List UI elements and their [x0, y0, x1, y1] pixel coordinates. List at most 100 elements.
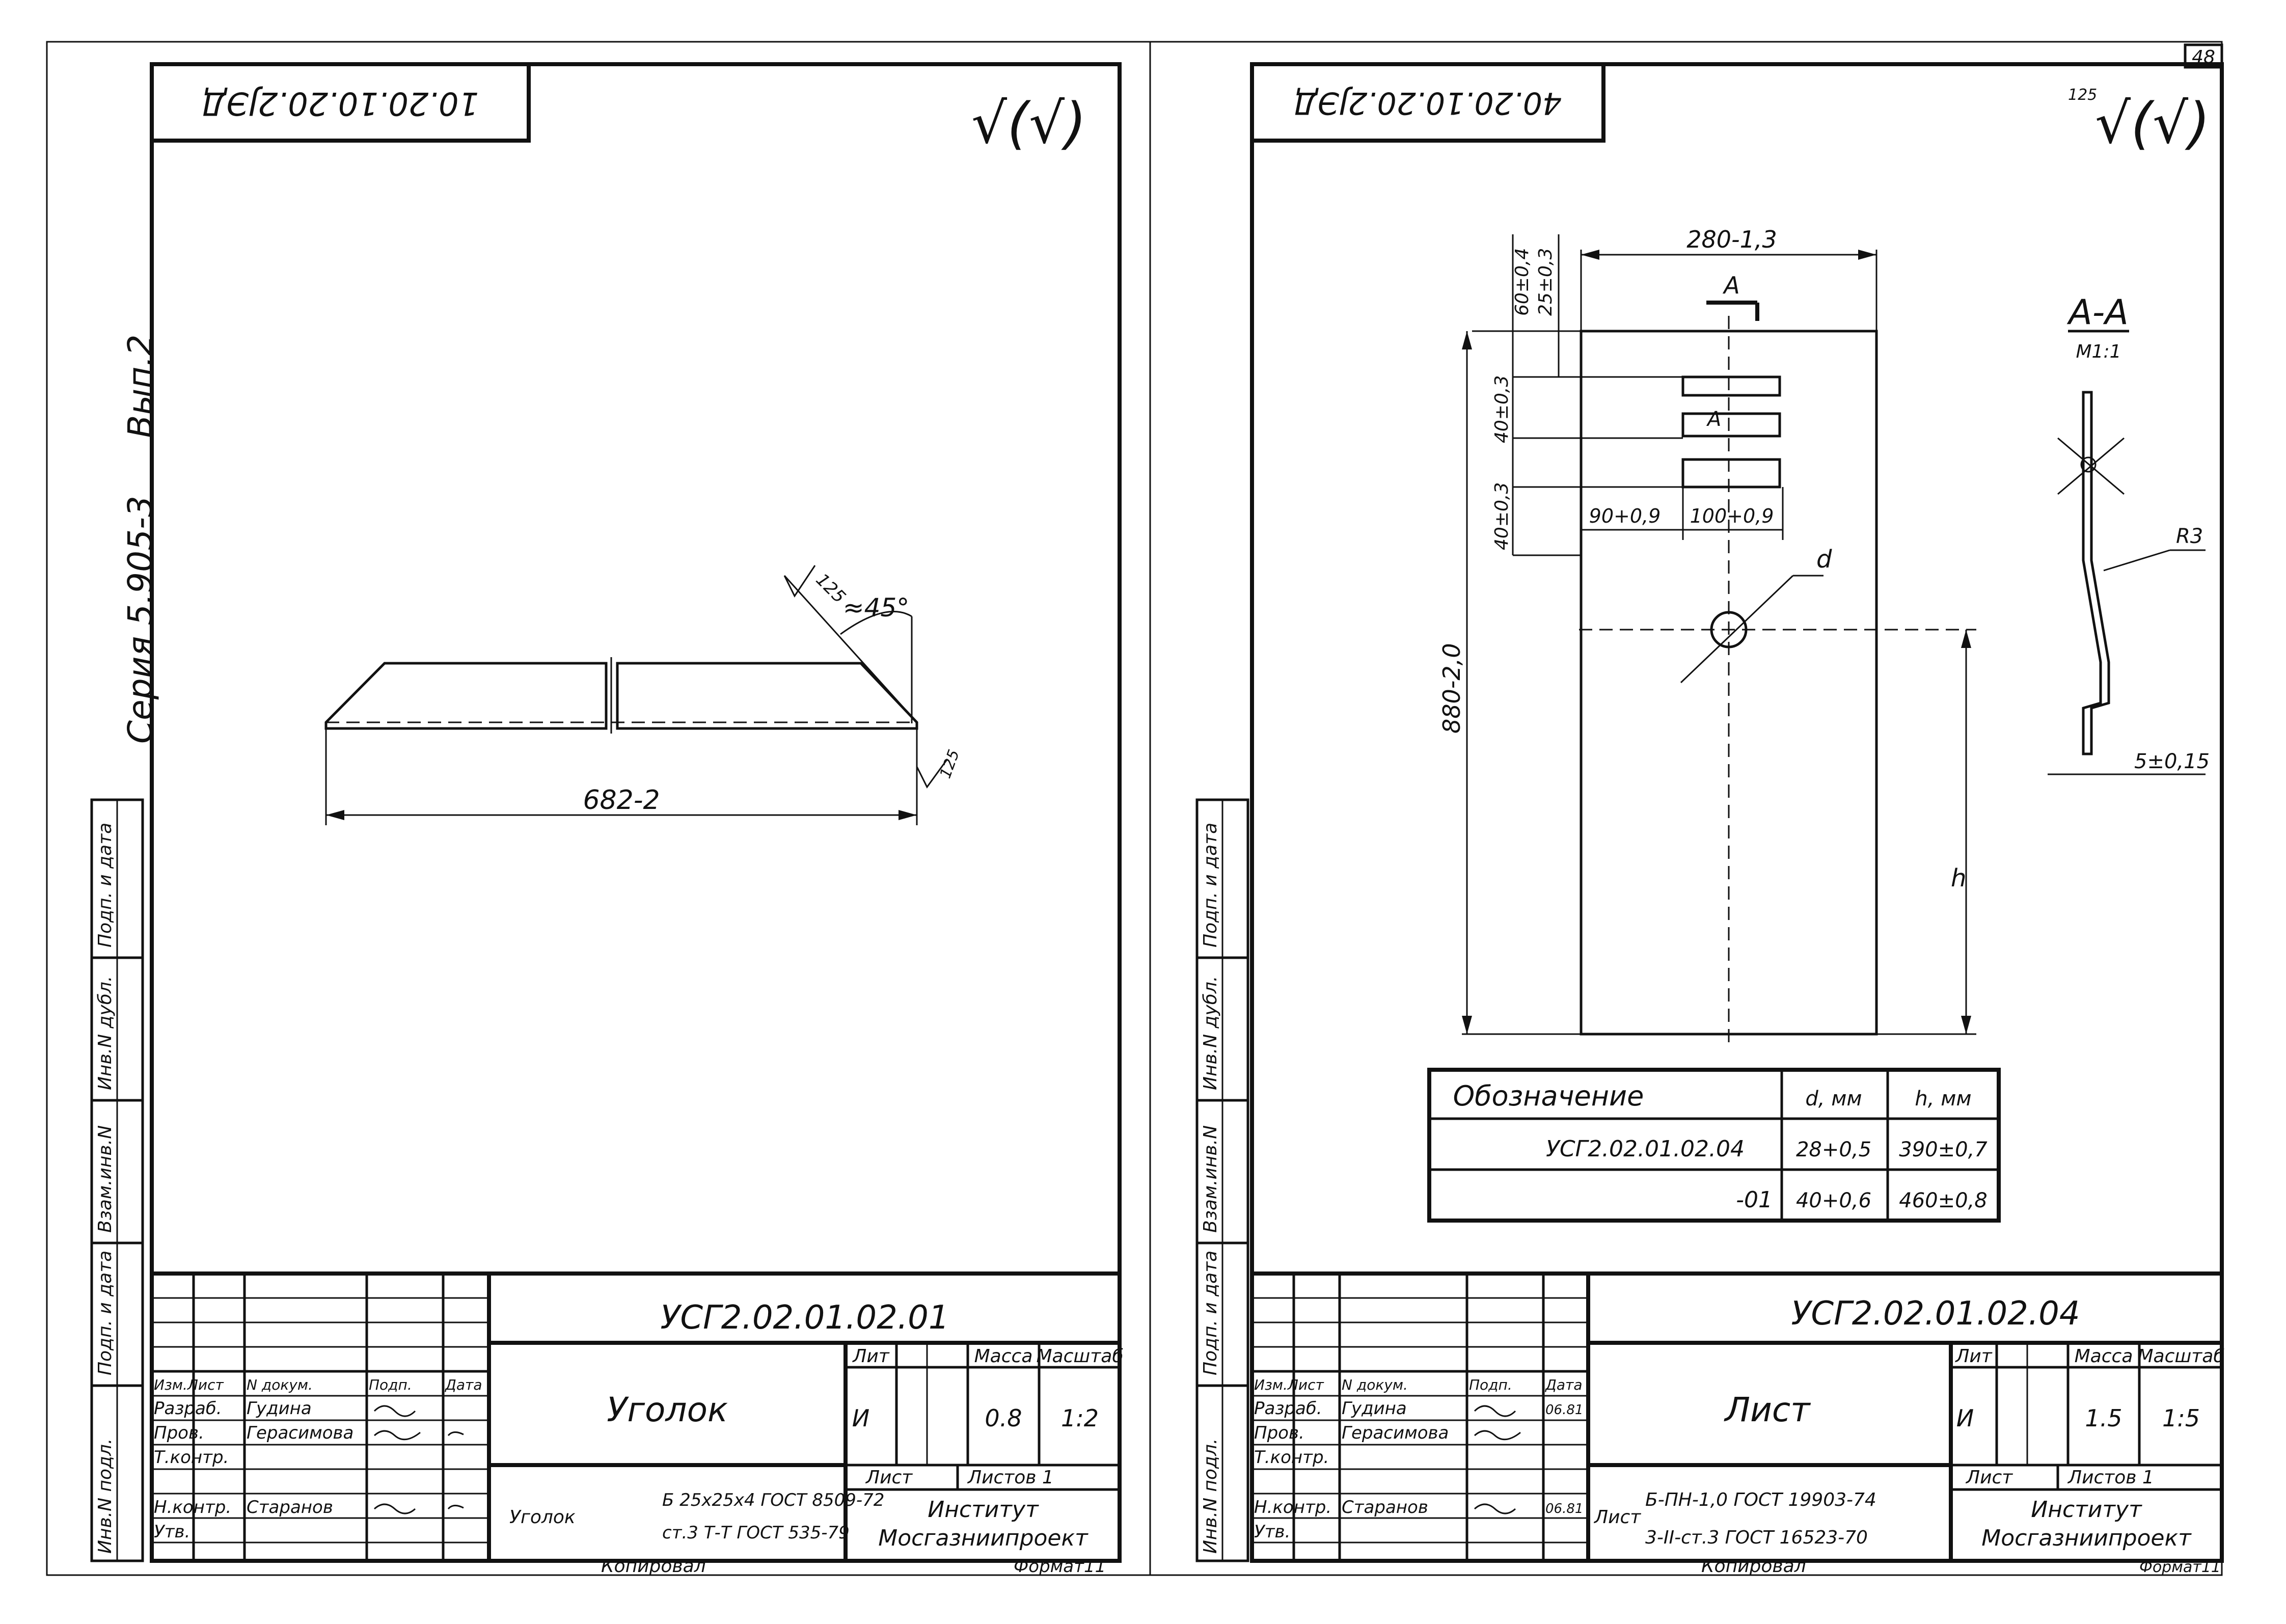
left-material-2: ст.3 Т-Т ГОСТ 535-79 — [662, 1523, 850, 1543]
right-side-strip: Подп. и дата Инв.N дубл. Взам.инв.N Подп… — [1195, 798, 1249, 1562]
hole-d-label: d — [1816, 545, 1832, 574]
angle-part-drawing: ≈45° 125 125 682-2 — [324, 565, 963, 825]
right-sig-role-1: Разраб. — [1254, 1398, 1322, 1419]
dim-gap1: 40±0,3 — [1491, 375, 1512, 443]
dim-top1: 60±0,4 — [1512, 248, 1533, 316]
section-scale: М1:1 — [2076, 341, 2121, 362]
width-dim: 280-1,3 — [1686, 226, 1777, 253]
right-side-label-5: Инв.N подл. — [1200, 1439, 1221, 1554]
series-label: Серия 5.905-3 — [121, 496, 160, 744]
right-title: Лист — [1724, 1390, 1811, 1429]
right-sheets-label: Листов 1 — [2067, 1467, 2154, 1488]
section-marker-a: A — [1722, 272, 1739, 299]
table-header-h: h, мм — [1915, 1087, 1971, 1111]
table-row-1-d: 28+0,5 — [1796, 1138, 1871, 1161]
right-side-label-2: Инв.N дубл. — [1200, 976, 1221, 1090]
slot-2 — [1681, 412, 1781, 438]
left-frame — [150, 62, 1122, 1563]
left-sig-role-3: Т.контр. — [154, 1447, 229, 1468]
chamfer-line — [783, 575, 918, 723]
right-signatures — [1474, 1405, 1521, 1514]
right-side-label-1: Подп. и дата — [1200, 823, 1221, 948]
right-mass-value: 1.5 — [2085, 1404, 2122, 1432]
roughness-check-icon — [783, 565, 816, 598]
left-sig-date-0: Дата — [444, 1376, 482, 1393]
section-radius: R3 — [2176, 525, 2203, 548]
right-material-prefix: Лист — [1593, 1507, 1641, 1528]
chamfer-angle: ≈45° — [843, 593, 910, 622]
roughness-check-icon-2 — [916, 759, 948, 789]
right-rotated-code: 40.20.10.20.2ЈЭД — [1294, 85, 1562, 121]
right-sig-date-4: 06.81 — [1545, 1501, 1583, 1517]
right-sig-date-0: Дата — [1544, 1376, 1583, 1393]
right-mass-header: Масса — [2075, 1346, 2133, 1367]
left-title-block: УСГ2.02.01.02.01 Уголок Лит Масса Масшта… — [152, 1271, 1124, 1577]
roughness-b: 125 — [937, 747, 963, 781]
left-side-label-4: Подп. и дата — [95, 1251, 116, 1375]
right-sig-name-1: Гудина — [1342, 1398, 1407, 1419]
left-roughness-mark: √(√) — [971, 91, 1086, 156]
left-side-strip: Подп. и дата Инв.N дубл. Взам.инв.N Подп… — [90, 798, 144, 1562]
right-sig-name-2: Герасимова — [1342, 1423, 1449, 1443]
table-row-2-d: 40+0,6 — [1796, 1189, 1871, 1212]
left-signatures — [373, 1405, 464, 1514]
left-scale-value: 1:2 — [1061, 1404, 1099, 1432]
right-roughness-top: 125 — [2068, 86, 2097, 104]
right-lit-header: Лит — [1954, 1346, 1992, 1367]
right-sheet-label: Лист — [1965, 1467, 2013, 1488]
right-code-stamp — [1250, 62, 1605, 143]
left-sig-sign-0: Подп. — [369, 1376, 412, 1393]
right-sig-name-4: Старанов — [1342, 1497, 1428, 1518]
left-mass-value: 0.8 — [985, 1404, 1022, 1432]
right-sig-date-1: 06.81 — [1545, 1402, 1583, 1418]
table-row-1-code: УСГ2.02.01.02.04 — [1546, 1136, 1745, 1162]
left-copied: Копировал — [601, 1556, 706, 1577]
left-sheet-label: Лист — [865, 1467, 913, 1488]
left-title: Уголок — [607, 1390, 728, 1429]
dim-top2: 25±0,3 — [1535, 248, 1556, 316]
section-thickness: 5±0,15 — [2134, 750, 2210, 773]
table-row-2-h: 460±0,8 — [1899, 1189, 1987, 1212]
left-scale-header: Масштаб — [1036, 1346, 1123, 1367]
table-row-1-h: 390±0,7 — [1899, 1138, 1988, 1161]
right-side-label-3: Взам.инв.N — [1200, 1125, 1221, 1233]
left-sheets-label: Листов 1 — [967, 1467, 1054, 1488]
right-frame — [1250, 62, 2224, 1563]
issue-label: Вып.2 — [121, 334, 160, 438]
right-roughness-mark: √(√) — [2095, 91, 2210, 156]
designation-table: Обозначение d, мм h, мм УСГ2.02.01.02.04… — [1427, 1068, 2001, 1223]
dim-gap2: 40±0,3 — [1491, 482, 1512, 550]
section-profile — [2082, 391, 2110, 755]
left-mass-header: Масса — [974, 1346, 1033, 1367]
outer-border — [46, 41, 2223, 1576]
left-sig-name-0: N докум. — [247, 1376, 313, 1393]
left-doc-code: УСГ2.02.01.02.01 — [660, 1299, 949, 1337]
section-title: A-A — [2066, 292, 2129, 333]
right-sig-sign-0: Подп. — [1469, 1376, 1512, 1393]
right-sig-role-0: Изм.Лист — [1254, 1376, 1324, 1393]
right-sheet: 40.20.10.20.2ЈЭД √(√) 125 Подп. и дата И… — [1195, 62, 2225, 1577]
right-material-2: 3-II-ст.3 ГОСТ 16523-70 — [1645, 1527, 1868, 1548]
left-sheet: 10.20.10.20.2ЈЭД √(√) Серия 5.905-3 Вып.… — [90, 62, 1124, 1577]
left-sig-name-2: Герасимова — [247, 1423, 353, 1443]
left-sig-name-1: Гудина — [247, 1398, 312, 1419]
right-institute-2: Мосгазниипроект — [1981, 1525, 2192, 1551]
table-header-d: d, мм — [1805, 1087, 1862, 1111]
left-sig-role-5: Утв. — [154, 1522, 190, 1542]
left-institute-1: Институт — [928, 1497, 1039, 1523]
left-side-label-5: Инв.N подл. — [95, 1439, 116, 1554]
section-marker-a2: A — [1706, 408, 1721, 431]
table-row-2-code: -01 — [1736, 1187, 1773, 1213]
dim-slot-left: 90+0,9 — [1589, 505, 1661, 527]
right-side-label-4: Подп. и дата — [1200, 1251, 1221, 1375]
left-sig-role-2: Пров. — [154, 1423, 204, 1443]
right-doc-code: УСГ2.02.01.02.04 — [1791, 1295, 2080, 1333]
h-dim: h — [1951, 864, 1966, 892]
right-sig-role-4: Н.контр. — [1254, 1497, 1331, 1518]
left-format: Формат11 — [1014, 1556, 1106, 1577]
right-copied: Копировал — [1701, 1556, 1806, 1577]
right-institute-1: Институт — [2031, 1497, 2142, 1523]
left-sig-name-4: Старанов — [247, 1497, 333, 1518]
length-dimension: 682-2 — [583, 785, 660, 816]
